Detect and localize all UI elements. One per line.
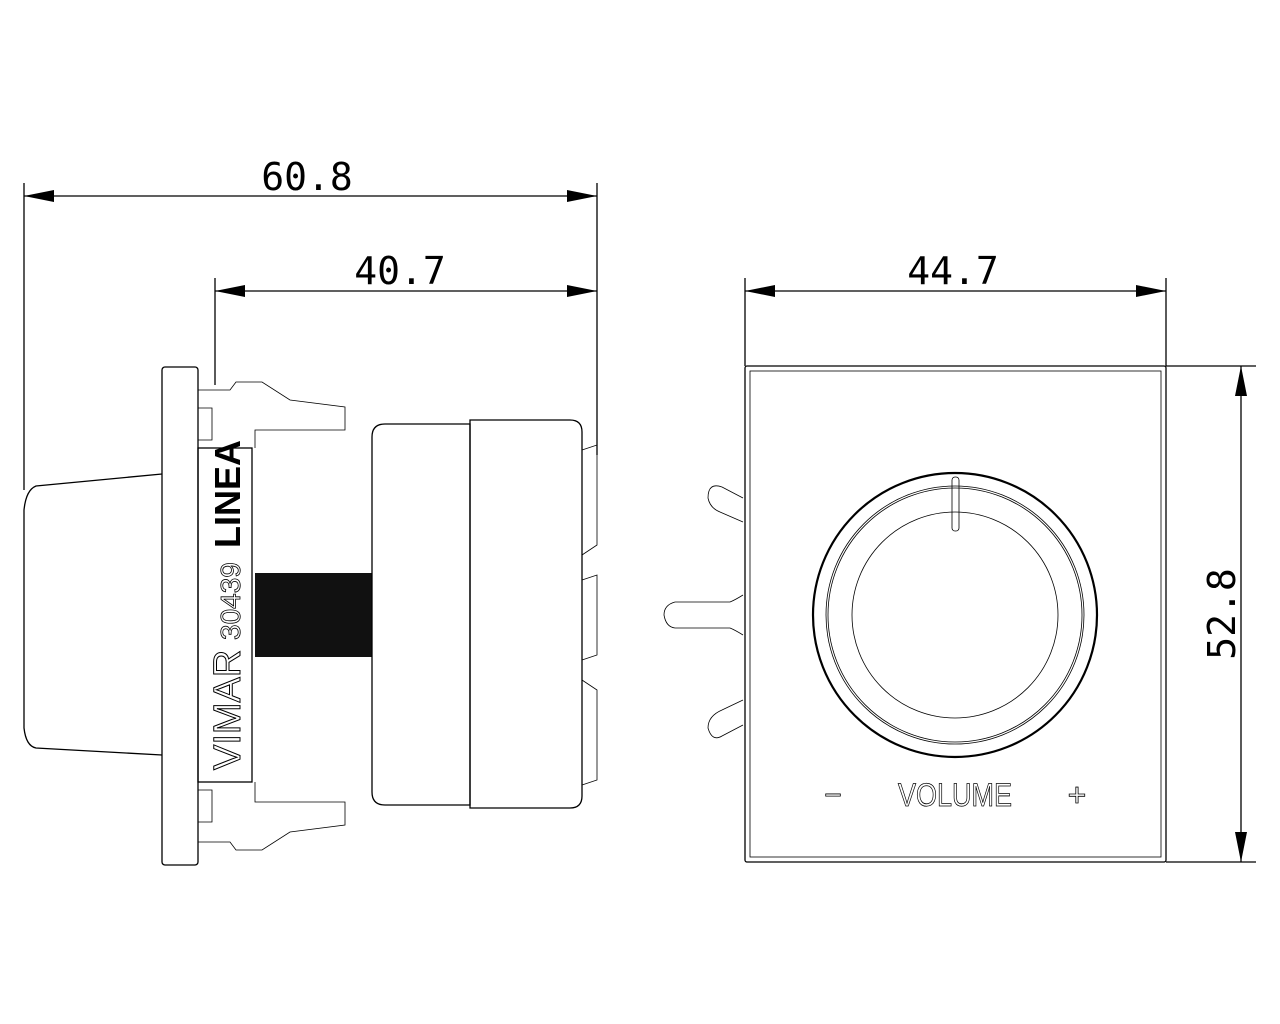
dimension-label: 44.7 xyxy=(907,249,999,293)
knob-indicator xyxy=(951,476,960,532)
module-body-front xyxy=(371,423,471,806)
volume-label: VOLUME xyxy=(898,777,1012,813)
dimension-label: 52.8 xyxy=(1200,568,1244,660)
dimension-body-depth: 40.7 xyxy=(214,249,597,385)
threaded-shaft xyxy=(255,573,372,657)
terminals xyxy=(581,444,598,786)
dimension-label: 60.8 xyxy=(261,155,353,199)
series-label: LINEA xyxy=(207,440,248,548)
terminal-top xyxy=(707,485,744,523)
module-body-rear xyxy=(469,419,583,809)
dimension-height: 52.8 xyxy=(1166,365,1256,863)
knob-profile xyxy=(23,473,163,756)
volume-knob[interactable] xyxy=(811,471,1099,759)
terminal-bottom xyxy=(707,699,744,739)
front-view: − VOLUME + xyxy=(663,365,1167,863)
side-view: LINEA 30439 VIMAR xyxy=(23,366,598,866)
minus-symbol: − xyxy=(824,779,842,812)
dimension-width: 44.7 xyxy=(744,249,1167,366)
brand-label: VIMAR xyxy=(207,650,249,770)
dimension-overall-depth: 60.8 xyxy=(23,155,598,490)
mounting-frame xyxy=(197,447,253,783)
front-plate xyxy=(744,365,1167,863)
article-code: 30439 xyxy=(215,562,246,640)
plus-symbol: + xyxy=(1068,777,1087,813)
cover-plate xyxy=(161,366,199,866)
terminal-middle xyxy=(663,594,744,636)
dimension-label: 40.7 xyxy=(354,249,446,293)
